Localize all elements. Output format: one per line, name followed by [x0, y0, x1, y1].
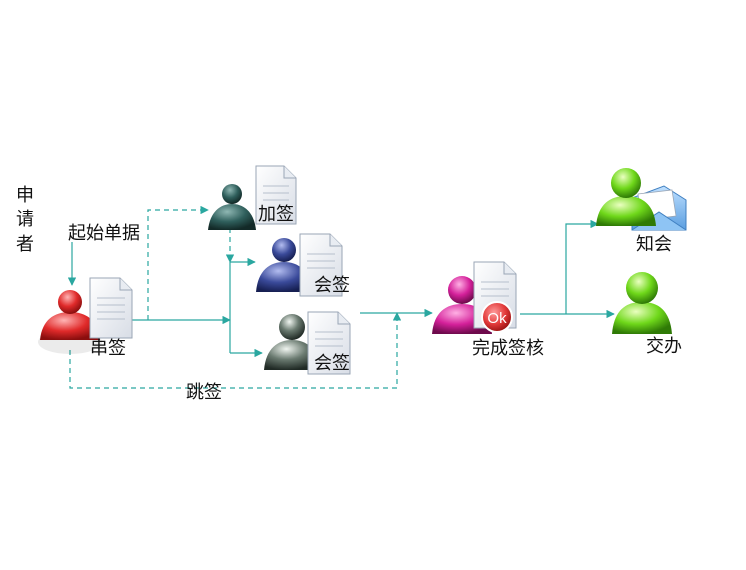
- serial-sign-document-icon: [89, 277, 133, 339]
- notify-label: 知会: [636, 234, 672, 255]
- add-sign-document-icon: [255, 165, 297, 225]
- line-complete-to-notify: [565, 219, 599, 314]
- applicant-label: 申请者: [16, 185, 34, 255]
- ok-badge-icon: Ok: [481, 301, 513, 333]
- handover-person-icon: [612, 272, 672, 334]
- dashed-skip-sign: [69, 312, 402, 389]
- joint-sign-2-document-icon: [307, 311, 351, 375]
- serial-sign-label: 串签: [90, 338, 126, 359]
- start-doc-label: 起始单据: [68, 223, 140, 244]
- notify-person-icon: [596, 168, 656, 226]
- add-sign-label: 加签: [258, 204, 294, 225]
- dashed-to-add-sign: [147, 205, 209, 320]
- connectors: [67, 205, 615, 389]
- add-sign-person-icon: [208, 184, 256, 230]
- complete-label: 完成签核: [472, 338, 544, 359]
- handover-label: 交办: [646, 336, 682, 357]
- skip-sign-label: 跳签: [186, 382, 222, 403]
- joint-sign-1-label: 会签: [314, 275, 350, 296]
- joint-sign-1-document-icon: [299, 233, 343, 297]
- joint-sign-2-person-icon: [264, 314, 320, 370]
- joint-sign-2-label: 会签: [314, 353, 350, 374]
- serial-sign-person-icon: [38, 290, 102, 354]
- ok-badge-text: Ok: [487, 310, 507, 327]
- joint-sign-1-person-icon: [256, 238, 312, 292]
